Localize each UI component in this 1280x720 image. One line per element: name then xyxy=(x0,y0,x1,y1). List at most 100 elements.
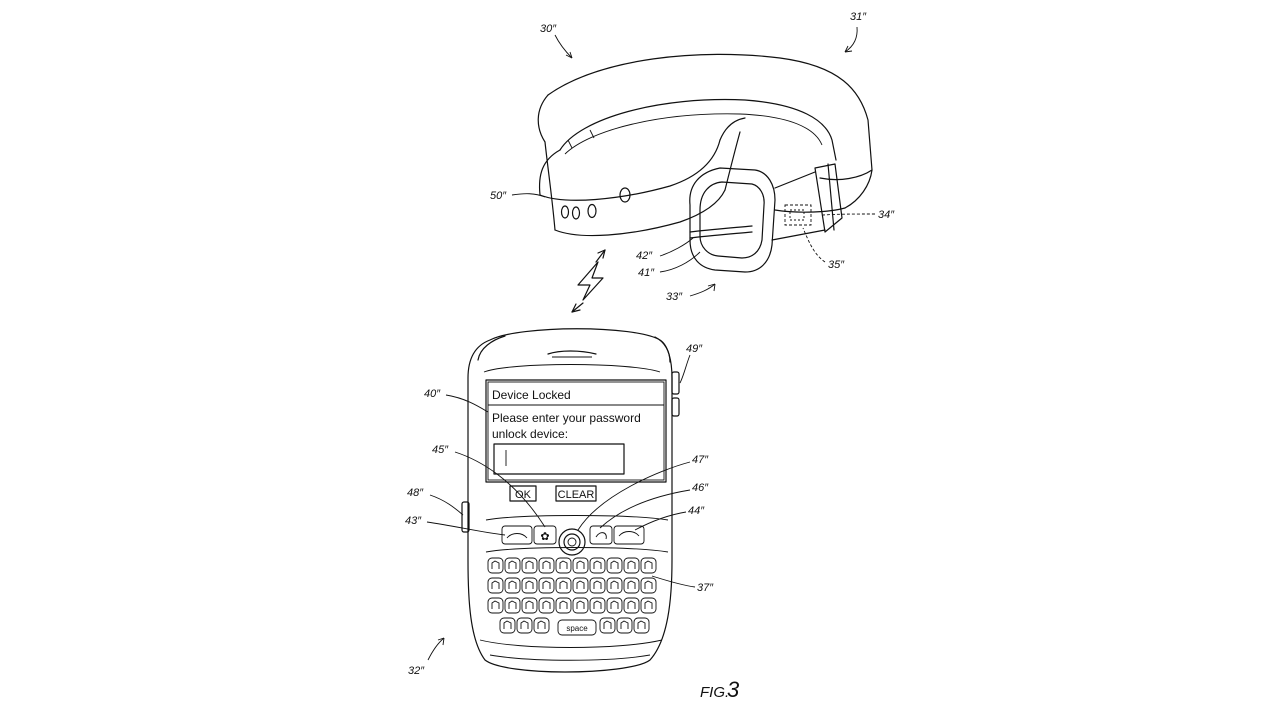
clear-button-label: CLEAR xyxy=(558,489,595,501)
sensor-module xyxy=(784,204,812,226)
keyboard-key[interactable] xyxy=(589,577,606,594)
keyboard-key[interactable] xyxy=(538,577,555,594)
keyboard-key[interactable] xyxy=(589,597,606,614)
keyboard-key[interactable] xyxy=(487,577,504,594)
keyboard-key[interactable] xyxy=(640,557,657,574)
keyboard-key[interactable] xyxy=(633,617,650,634)
keyboard-key[interactable] xyxy=(487,597,504,614)
keyboard-key[interactable] xyxy=(538,597,555,614)
menu-icon: ✿ xyxy=(540,531,549,543)
keyboard-key[interactable] xyxy=(504,597,521,614)
ref-30: 30″ xyxy=(540,23,557,35)
band-hole xyxy=(571,206,581,220)
keyboard-key[interactable] xyxy=(516,617,533,634)
clear-button[interactable] xyxy=(555,485,597,502)
figure-label-number: 3 xyxy=(727,677,740,702)
ref-41: 41″ xyxy=(638,267,655,279)
ref-34: 34″ xyxy=(878,209,895,221)
ref-47: 47″ xyxy=(692,454,709,466)
keyboard-key[interactable] xyxy=(606,557,623,574)
ref-31: 31″ xyxy=(850,11,867,23)
band-hole xyxy=(587,203,597,219)
keyboard-key[interactable] xyxy=(504,557,521,574)
keyboard-key[interactable] xyxy=(572,577,589,594)
keyboard-key[interactable] xyxy=(521,597,538,614)
ref-43: 43″ xyxy=(405,515,422,527)
call-icon xyxy=(506,533,528,539)
key-glyph xyxy=(491,560,500,569)
keyboard-key[interactable] xyxy=(555,557,572,574)
menu-key[interactable] xyxy=(533,525,557,545)
side-button-right-upper[interactable] xyxy=(671,371,680,395)
keyboard-key[interactable] xyxy=(555,577,572,594)
keyboard-key[interactable] xyxy=(589,557,606,574)
ref-33: 33″ xyxy=(666,291,683,303)
keyboard-key[interactable] xyxy=(623,577,640,594)
password-input[interactable] xyxy=(493,443,625,475)
space-key-label: space xyxy=(566,624,588,633)
end-call-key[interactable] xyxy=(613,525,645,545)
key-glyph xyxy=(576,580,585,589)
reference-numerals: 30″ 31″ 50″ 34″ 35″ 42″ 41″ 33″ 49″ 40″ … xyxy=(405,11,895,677)
key-glyph xyxy=(520,620,529,629)
keyboard-key[interactable] xyxy=(640,577,657,594)
key-glyph xyxy=(603,620,612,629)
key-glyph xyxy=(637,620,646,629)
buckle-frame xyxy=(689,167,776,273)
key-glyph xyxy=(542,600,551,609)
figure-label: FIG. 3 xyxy=(700,677,740,702)
key-glyph xyxy=(559,560,568,569)
band-strap-front xyxy=(554,189,726,237)
wristband xyxy=(537,53,873,273)
ref-48: 48″ xyxy=(407,487,424,499)
key-glyph xyxy=(525,600,534,609)
keyboard-key[interactable] xyxy=(572,557,589,574)
side-button-left[interactable] xyxy=(461,501,470,533)
call-key[interactable] xyxy=(501,525,533,545)
key-glyph xyxy=(576,560,585,569)
trackball[interactable] xyxy=(563,533,581,551)
keyboard-key[interactable] xyxy=(623,597,640,614)
trackball-surround xyxy=(558,528,586,556)
keyboard-key[interactable] xyxy=(487,557,504,574)
keyboard-key[interactable] xyxy=(533,617,550,634)
keyboard-key[interactable] xyxy=(606,597,623,614)
space-key[interactable] xyxy=(557,619,597,636)
keyboard-key[interactable] xyxy=(538,557,555,574)
ref-46: 46″ xyxy=(692,482,709,494)
back-key[interactable] xyxy=(589,525,613,545)
keyboard-key[interactable] xyxy=(504,577,521,594)
key-glyph xyxy=(491,580,500,589)
keyboard-key[interactable] xyxy=(521,577,538,594)
key-glyph xyxy=(644,580,653,589)
band-inner-edge xyxy=(559,98,837,161)
key-glyph xyxy=(542,560,551,569)
key-glyph xyxy=(593,560,602,569)
keyboard-key[interactable] xyxy=(606,577,623,594)
ref-35: 35″ xyxy=(828,259,845,271)
key-glyph xyxy=(610,560,619,569)
band-hole xyxy=(560,205,570,219)
key-glyph xyxy=(627,600,636,609)
band-outer-edge-lower xyxy=(537,94,556,231)
keyboard-key[interactable] xyxy=(555,597,572,614)
mobile-device: Device Locked Please enter your password… xyxy=(461,328,680,673)
keyboard-key[interactable] xyxy=(616,617,633,634)
keyboard-key[interactable] xyxy=(599,617,616,634)
key-glyph xyxy=(508,580,517,589)
keyboard-key[interactable] xyxy=(572,597,589,614)
ok-button-label: OK xyxy=(515,489,532,501)
ref-49: 49″ xyxy=(686,343,703,355)
key-glyph xyxy=(644,600,653,609)
keyboard-key[interactable] xyxy=(623,557,640,574)
screen xyxy=(485,379,667,483)
keyboard-key[interactable] xyxy=(640,597,657,614)
screen-prompt-line1: Please enter your password xyxy=(492,411,641,425)
ok-button[interactable] xyxy=(509,485,537,502)
side-button-right-lower[interactable] xyxy=(671,397,680,417)
ref-50: 50″ xyxy=(490,190,507,202)
key-glyph xyxy=(559,600,568,609)
keyboard-key[interactable] xyxy=(499,617,516,634)
keyboard-key[interactable] xyxy=(521,557,538,574)
ref-40: 40″ xyxy=(424,388,441,400)
